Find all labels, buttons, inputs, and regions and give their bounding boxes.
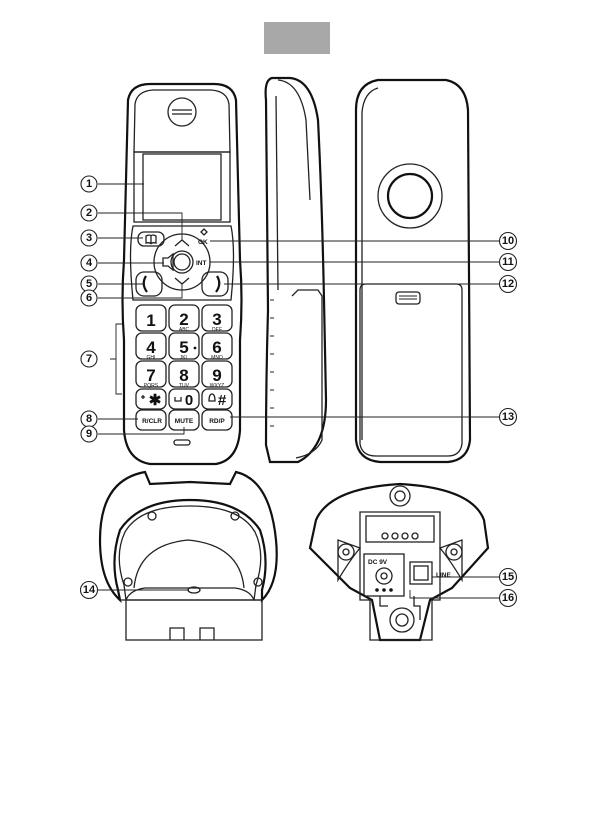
chevron-down-icon (175, 278, 189, 284)
svg-text:16: 16 (502, 592, 514, 604)
key-6-letters: MNO (211, 355, 223, 361)
battery-cover (360, 284, 462, 456)
star-icon: ✱ (149, 392, 162, 409)
book-icon (146, 235, 156, 244)
svg-text:3: 3 (86, 232, 92, 244)
svg-text:9: 9 (86, 428, 92, 440)
callout-8: 8 (81, 411, 97, 427)
key-3-letters: DEF (212, 327, 222, 333)
int-button[interactable]: INT (196, 260, 207, 267)
key-2-letters: ABC (179, 327, 190, 333)
svg-text:1: 1 (86, 178, 92, 190)
svg-text:14: 14 (83, 584, 96, 596)
callout-4: 4 (81, 255, 97, 271)
key-lock-icon (141, 395, 145, 399)
zero-key-glyphs: 0 (175, 392, 193, 409)
callout-11: 11 (500, 254, 517, 271)
hash-icon: # (218, 392, 227, 409)
key-1-digit: 1 (146, 311, 155, 330)
callout-1: 1 (81, 176, 97, 192)
svg-text:4: 4 (86, 257, 93, 269)
hash-key-glyphs: # (209, 392, 227, 409)
callout-3: 3 (81, 230, 97, 246)
svg-text:8: 8 (86, 413, 92, 425)
svg-text:11: 11 (502, 256, 514, 268)
key-7-letters: PQRS (144, 383, 159, 389)
callout-2: 2 (81, 205, 97, 221)
display-screen (143, 154, 221, 220)
handset-back (356, 80, 470, 462)
svg-text:15: 15 (502, 571, 514, 583)
callout-15: 15 (500, 569, 517, 586)
key-4-letters: GHI (147, 355, 156, 361)
led-row (382, 533, 418, 539)
svg-text:10: 10 (502, 235, 514, 247)
callout-13: 13 (500, 409, 517, 426)
handset-icon (216, 276, 219, 292)
chevron-up-icon (175, 240, 189, 246)
bell-icon (209, 394, 215, 401)
svg-text:7: 7 (86, 353, 92, 365)
svg-text:6: 6 (86, 292, 92, 304)
callout-6: 6 (81, 290, 97, 306)
keypad: 1 2 ABC 3 DEF 4 GHI 5 JKL 6 MNO 7 PQRS 8… (136, 305, 232, 430)
microphone (174, 440, 190, 445)
mute-label: MUTE (175, 418, 194, 425)
base-station-bottom: DC 9V LINE (310, 484, 488, 640)
charger-base (100, 472, 277, 640)
star-key-glyphs: ✱ (141, 392, 162, 409)
line-label: LINE (436, 572, 451, 579)
redial-label: RD/P (209, 418, 225, 425)
dc-jack[interactable]: DC 9V (364, 554, 404, 596)
key-5-dot (194, 347, 197, 350)
handset-icon (144, 276, 147, 292)
speaker-grille (378, 164, 442, 228)
key-5-letters: JKL (180, 355, 189, 361)
key-0-digit: 0 (185, 392, 193, 409)
ok-button[interactable]: OK (198, 229, 208, 246)
key-9-letters: WXYZ (210, 383, 224, 389)
dc-label: DC 9V (368, 559, 388, 566)
callout-7: 7 (81, 351, 97, 367)
svg-text:OK: OK (198, 239, 208, 246)
line-jack[interactable]: LINE (410, 562, 451, 584)
earpiece (168, 98, 196, 126)
svg-text:5: 5 (86, 278, 92, 290)
callout-14: 14 (81, 582, 98, 599)
callout-9: 9 (81, 426, 97, 442)
handset-side (266, 78, 326, 462)
key-8-letters: TUV (179, 383, 190, 389)
svg-text:2: 2 (86, 207, 92, 219)
space-icon (175, 397, 181, 401)
menu-icon (201, 229, 207, 235)
handset-front: OK INT 1 2 ABC 3 DEF 4 GHI (123, 84, 242, 464)
rclr-label: R/CLR (142, 418, 162, 425)
callout-12: 12 (500, 276, 517, 293)
svg-text:13: 13 (502, 411, 514, 423)
svg-text:12: 12 (502, 278, 514, 290)
callout-10: 10 (500, 233, 517, 250)
callout-16: 16 (500, 590, 517, 607)
